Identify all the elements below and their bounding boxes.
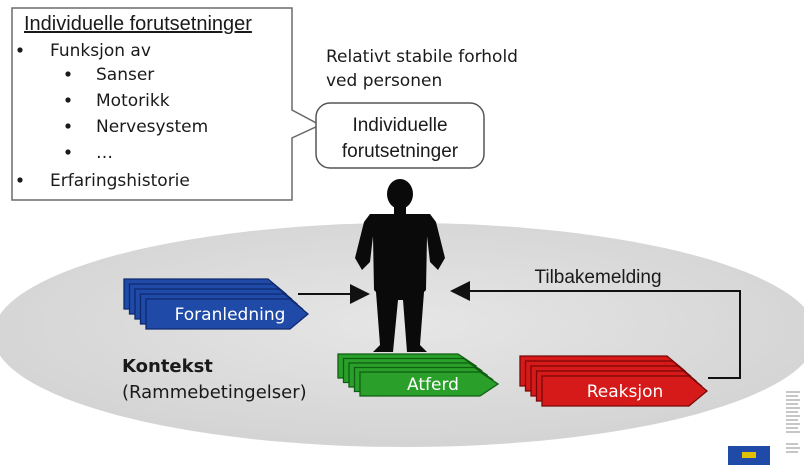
stack-card <box>541 375 709 407</box>
callout-list-item: Sanser <box>96 65 154 85</box>
stack-label: Atferd <box>407 375 459 395</box>
stack-behavior: Atferd <box>337 353 500 397</box>
speech-bubble-line1: Individuelle <box>352 115 447 136</box>
speech-bubble <box>315 102 485 169</box>
context-subtitle: (Rammebetingelser) <box>122 382 307 403</box>
feedback-arrow <box>450 281 741 379</box>
stack-reaction: Reaksjon <box>519 355 709 407</box>
callout-list-item: Nervesystem <box>96 117 208 137</box>
bullet-dot-icon <box>65 149 71 155</box>
callout-box <box>11 7 322 201</box>
person-silhouette-icon <box>355 179 445 352</box>
side-ruler-icon <box>786 391 800 453</box>
callout-title: Individuelle forutsetninger <box>24 13 252 35</box>
corner-logo-mark <box>742 452 756 458</box>
stack-label: Reaksjon <box>587 382 664 402</box>
feedback-label: Tilbakemelding <box>534 267 661 288</box>
stack-card <box>145 298 310 330</box>
bullet-dot-icon <box>65 123 71 129</box>
stable-note-line1: Relativt stabile forhold <box>326 47 518 67</box>
context-title: Kontekst <box>122 356 213 377</box>
stack-card <box>359 371 500 397</box>
speech-bubble-line2: forutsetninger <box>342 141 459 162</box>
bullet-dot-icon <box>65 71 71 77</box>
callout-list-item: … <box>96 143 113 163</box>
callout-list-item: Motorikk <box>96 91 170 111</box>
stack-label: Foranledning <box>175 305 286 325</box>
stable-note-line2: ved personen <box>326 71 442 91</box>
stack-antecedent: Foranledning <box>123 278 310 330</box>
bullet-dot-icon <box>65 97 71 103</box>
callout-list-item: Funksjon av <box>50 41 151 61</box>
bullet-dot-icon <box>17 47 23 53</box>
bullet-dot-icon <box>17 177 23 183</box>
callout-list-item: Erfaringshistorie <box>50 171 190 191</box>
